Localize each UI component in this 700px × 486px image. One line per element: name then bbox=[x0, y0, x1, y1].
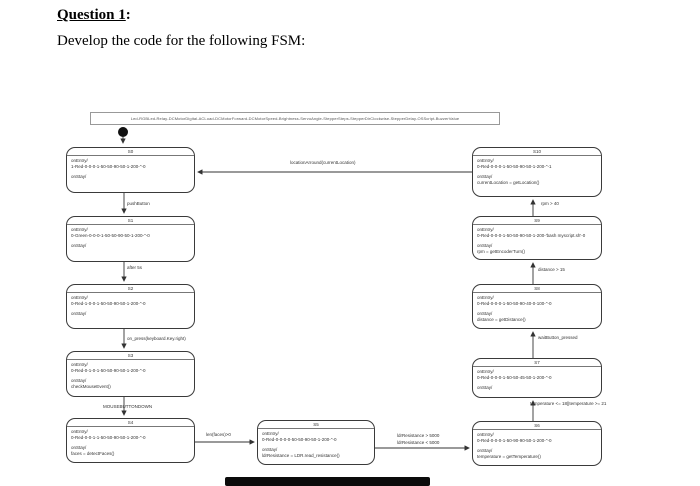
state-name: S2 bbox=[67, 285, 194, 293]
onentry-value: 0-Red-0-0-1-1-50-50-90-50-1-200-''-0 bbox=[71, 435, 146, 440]
onentry-keyword: onEntry/ bbox=[71, 227, 88, 232]
transition-label-s1-to-s2: after 5s bbox=[127, 265, 143, 270]
state-name: S7 bbox=[473, 359, 601, 367]
onentry-value: 0-Green-0-0-0-1-50-50-90-50-1-200-''-0 bbox=[71, 233, 150, 238]
transition-label-s5-to-s6: ldrResistance > 5000 bbox=[397, 433, 440, 438]
state-actions: onEntry/0-Red-1-0-0-1-50-50-90-50-1-200-… bbox=[67, 293, 194, 317]
state-actions: onEntry/0-Green-0-0-0-1-50-50-90-50-1-20… bbox=[67, 225, 194, 249]
onentry-value: 0-Red-1-0-0-1-50-50-90-50-1-200-''-0 bbox=[71, 301, 146, 306]
onentry-keyword: onEntry/ bbox=[477, 432, 494, 437]
transition-label-s5-to-s6: ldrResistance < 5000 bbox=[397, 440, 440, 445]
transition-label-s6-to-s7: temperature <= 18||temperature >= 21 bbox=[530, 401, 607, 406]
onstay-keyword: onStay/ bbox=[71, 243, 87, 248]
transition-label-s2-to-s3: on_press(keyboard.Key.right) bbox=[127, 336, 186, 341]
state-name: S10 bbox=[473, 148, 601, 156]
page-title-colon: : bbox=[125, 7, 131, 23]
fsm-legend-bar: Led-RGBLed-Relay-DCMotorDigital-ACLoad-D… bbox=[90, 112, 500, 125]
state-name: S9 bbox=[473, 217, 601, 225]
onentry-value: 0-Red-0-1-0-1-50-50-90-50-1-200-''-0 bbox=[71, 368, 146, 373]
onstay-value: ldrResistance = LDR.read_resistance() bbox=[262, 453, 340, 458]
onentry-keyword: onEntry/ bbox=[262, 431, 279, 436]
onentry-value: 0-Red-0-0-0-1-50-50-90-50-1-200-'bash my… bbox=[477, 233, 586, 238]
page-title-text: Question 1 bbox=[57, 7, 126, 23]
onstay-keyword: onStay/ bbox=[262, 447, 278, 452]
transition-label-s10-to-s0: locationArround(currentLocation) bbox=[290, 160, 356, 165]
state-actions: onEntry/0-Red-0-1-0-1-50-50-90-50-1-200-… bbox=[67, 360, 194, 390]
onstay-keyword: onStay/ bbox=[71, 445, 87, 450]
onentry-keyword: onEntry/ bbox=[71, 362, 88, 367]
transition-label-s4-to-s5: len(faces)>0 bbox=[206, 432, 231, 437]
onentry-value: 0-Red-0-0-0-1-50-50-90-40-0-100-''-0 bbox=[477, 301, 552, 306]
onstay-value: checkMouseEvent() bbox=[71, 384, 111, 389]
onstay-value: rpm = getEncoderTurn() bbox=[477, 249, 525, 254]
onentry-keyword: onEntry/ bbox=[71, 429, 88, 434]
state-name: S8 bbox=[473, 285, 601, 293]
initial-state-dot bbox=[118, 127, 128, 137]
onstay-keyword: onStay/ bbox=[477, 385, 493, 390]
transition-label-s8-to-s9: distance > 15 bbox=[538, 267, 565, 272]
state-name: S0 bbox=[67, 148, 194, 156]
onentry-keyword: onEntry/ bbox=[477, 369, 494, 374]
state-actions: onEntry/1-Red-0-0-0-1-50-50-90-50-1-200-… bbox=[67, 156, 194, 180]
transition-label-s3-to-s4: MOUSEBUTTONDOWN bbox=[103, 404, 153, 409]
onstay-value: distance = getDistance() bbox=[477, 317, 526, 322]
onstay-keyword: onStay/ bbox=[477, 174, 493, 179]
onentry-value: 0-Red-0-0-0-1-50-90-90-50-1-200-''-0 bbox=[477, 438, 552, 443]
bottom-black-bar bbox=[225, 477, 430, 486]
state-name: S5 bbox=[258, 421, 374, 429]
state-actions: onEntry/0-Red-0-0-0-1-50-50-45-50-1-200-… bbox=[473, 367, 601, 391]
onentry-value: 0-Red-0-0-0-1-50-50-90-50-1-200-''-1 bbox=[477, 164, 552, 169]
onentry-keyword: onEntry/ bbox=[477, 158, 494, 163]
state-actions: onEntry/0-Red-0-0-0-0-50-50-90-50-1-200-… bbox=[258, 429, 374, 459]
page-subtitle: Develop the code for the following FSM: bbox=[57, 33, 306, 49]
page-title: Question 1: bbox=[57, 7, 131, 24]
state-name: S3 bbox=[67, 352, 194, 360]
state-name: S4 bbox=[67, 419, 194, 427]
onentry-keyword: onEntry/ bbox=[71, 158, 88, 163]
onstay-keyword: onStay/ bbox=[71, 378, 87, 383]
transition-label-s7-to-s8: waitButton_pressed bbox=[538, 335, 578, 340]
onentry-value: 1-Red-0-0-0-1-50-50-90-50-1-200-''-0 bbox=[71, 164, 146, 169]
onstay-keyword: onStay/ bbox=[477, 448, 493, 453]
state-actions: onEntry/0-Red-0-0-0-1-50-90-90-50-1-200-… bbox=[473, 430, 601, 460]
onentry-value: 0-Red-0-0-0-1-50-50-45-50-1-200-''-0 bbox=[477, 375, 552, 380]
onstay-keyword: onStay/ bbox=[71, 311, 87, 316]
onentry-keyword: onEntry/ bbox=[477, 227, 494, 232]
onstay-keyword: onStay/ bbox=[71, 174, 87, 179]
state-actions: onEntry/0-Red-0-0-0-1-50-50-90-50-1-200-… bbox=[473, 225, 601, 255]
state-actions: onEntry/0-Red-0-0-0-1-50-50-90-50-1-200-… bbox=[473, 156, 601, 186]
onentry-keyword: onEntry/ bbox=[71, 295, 88, 300]
state-actions: onEntry/0-Red-0-0-0-1-50-50-90-40-0-100-… bbox=[473, 293, 601, 323]
state-actions: onEntry/0-Red-0-0-1-1-50-50-90-50-1-200-… bbox=[67, 427, 194, 457]
state-name: S6 bbox=[473, 422, 601, 430]
transition-label-s9-to-s10: rpm > 40 bbox=[541, 201, 559, 206]
onentry-keyword: onEntry/ bbox=[477, 295, 494, 300]
onstay-keyword: onStay/ bbox=[477, 243, 493, 248]
onstay-value: currentLocation = getLocation() bbox=[477, 180, 540, 185]
onstay-keyword: onStay/ bbox=[477, 311, 493, 316]
state-name: S1 bbox=[67, 217, 194, 225]
onstay-value: faces = detectFaces() bbox=[71, 451, 115, 456]
onentry-value: 0-Red-0-0-0-0-50-50-90-50-1-200-''-0 bbox=[262, 437, 337, 442]
onstay-value: temperature = getTemperature() bbox=[477, 454, 541, 459]
transition-label-s0-to-s1: pushButton bbox=[127, 201, 150, 206]
